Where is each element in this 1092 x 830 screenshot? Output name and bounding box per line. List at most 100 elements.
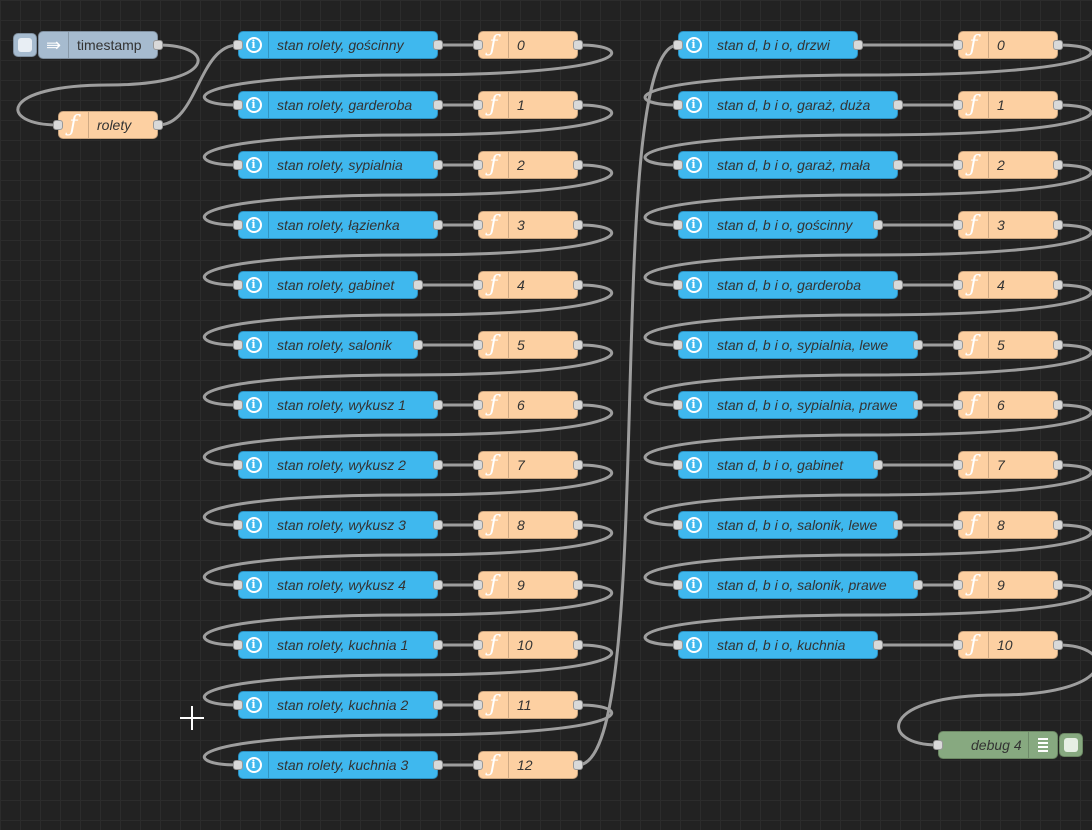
output-port[interactable]	[573, 400, 583, 410]
input-port[interactable]	[473, 340, 483, 350]
input-port[interactable]	[953, 220, 963, 230]
input-port[interactable]	[673, 580, 683, 590]
input-port[interactable]	[233, 340, 243, 350]
input-port[interactable]	[233, 700, 243, 710]
function-node-rolety[interactable]: ƒ rolety	[53, 111, 163, 139]
input-port[interactable]	[953, 160, 963, 170]
output-port[interactable]	[153, 120, 163, 130]
output-port[interactable]	[433, 580, 443, 590]
input-port[interactable]	[473, 400, 483, 410]
input-port[interactable]	[473, 100, 483, 110]
input-port[interactable]	[673, 160, 683, 170]
output-port[interactable]	[413, 280, 423, 290]
input-port[interactable]	[473, 580, 483, 590]
output-port[interactable]	[433, 760, 443, 770]
input-port[interactable]	[953, 580, 963, 590]
output-port[interactable]	[913, 340, 923, 350]
debug-node[interactable]: debug 4	[933, 731, 1083, 759]
input-port[interactable]	[233, 160, 243, 170]
output-port[interactable]	[893, 520, 903, 530]
output-port[interactable]	[573, 160, 583, 170]
output-port[interactable]	[573, 520, 583, 530]
input-port[interactable]	[233, 100, 243, 110]
output-port[interactable]	[573, 760, 583, 770]
input-port[interactable]	[233, 520, 243, 530]
input-port[interactable]	[233, 40, 243, 50]
inject-button[interactable]	[13, 33, 37, 57]
output-port[interactable]	[1053, 400, 1063, 410]
input-port[interactable]	[473, 160, 483, 170]
input-port[interactable]	[233, 460, 243, 470]
output-port[interactable]	[873, 640, 883, 650]
output-port[interactable]	[153, 40, 163, 50]
output-port[interactable]	[873, 460, 883, 470]
output-port[interactable]	[433, 640, 443, 650]
output-port[interactable]	[1053, 580, 1063, 590]
input-port[interactable]	[233, 280, 243, 290]
output-port[interactable]	[573, 640, 583, 650]
output-port[interactable]	[433, 220, 443, 230]
input-port[interactable]	[673, 100, 683, 110]
output-port[interactable]	[433, 700, 443, 710]
input-port[interactable]	[953, 460, 963, 470]
output-port[interactable]	[1053, 340, 1063, 350]
output-port[interactable]	[873, 220, 883, 230]
output-port[interactable]	[913, 400, 923, 410]
output-port[interactable]	[1053, 100, 1063, 110]
output-port[interactable]	[433, 400, 443, 410]
output-port[interactable]	[1053, 220, 1063, 230]
output-port[interactable]	[913, 580, 923, 590]
input-port[interactable]	[473, 40, 483, 50]
input-port[interactable]	[953, 40, 963, 50]
input-port[interactable]	[673, 220, 683, 230]
output-port[interactable]	[893, 280, 903, 290]
input-port[interactable]	[233, 580, 243, 590]
input-port[interactable]	[233, 760, 243, 770]
output-port[interactable]	[573, 100, 583, 110]
input-port[interactable]	[953, 400, 963, 410]
input-port[interactable]	[473, 640, 483, 650]
input-port[interactable]	[953, 280, 963, 290]
output-port[interactable]	[573, 280, 583, 290]
input-port[interactable]	[473, 760, 483, 770]
input-port[interactable]	[473, 280, 483, 290]
output-port[interactable]	[1053, 160, 1063, 170]
input-port[interactable]	[953, 340, 963, 350]
input-port[interactable]	[673, 400, 683, 410]
output-port[interactable]	[1053, 460, 1063, 470]
output-port[interactable]	[433, 520, 443, 530]
output-port[interactable]	[433, 40, 443, 50]
input-port[interactable]	[473, 220, 483, 230]
input-port[interactable]	[473, 520, 483, 530]
output-port[interactable]	[1053, 280, 1063, 290]
output-port[interactable]	[433, 100, 443, 110]
input-port[interactable]	[953, 640, 963, 650]
output-port[interactable]	[1053, 40, 1063, 50]
output-port[interactable]	[413, 340, 423, 350]
